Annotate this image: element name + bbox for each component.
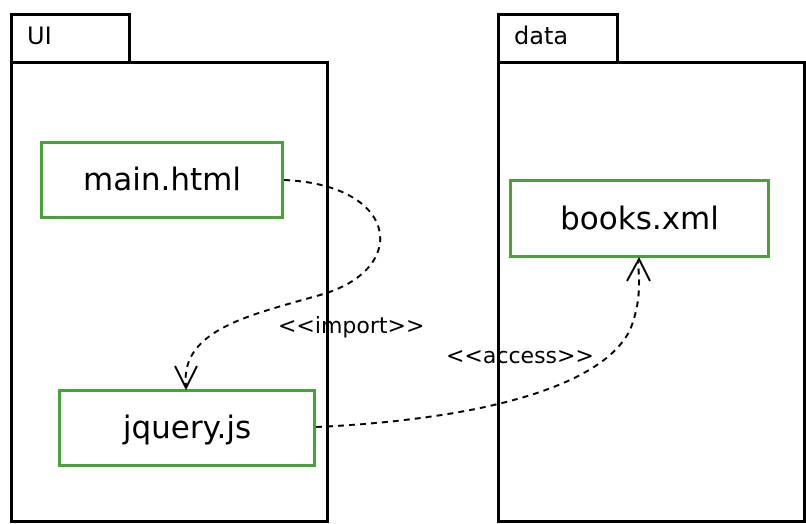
data-package-body: [497, 61, 806, 523]
ui-package-tab: UI: [10, 13, 131, 64]
import-stereotype-label: <<import>>: [278, 314, 425, 339]
access-dependency-line: [315, 261, 641, 428]
import-dependency-line: [184, 179, 382, 387]
access-stereotype-label: <<access>>: [446, 344, 594, 369]
data-package-label: data: [514, 22, 569, 50]
main-html-label: main.html: [83, 162, 241, 198]
jquery-js-box: jquery.js: [58, 389, 316, 467]
main-html-box: main.html: [40, 141, 284, 219]
access-arrowhead-icon: [626, 256, 651, 282]
data-package-tab: data: [497, 13, 619, 64]
books-xml-box: books.xml: [509, 179, 770, 258]
ui-package-label: UI: [27, 22, 52, 50]
jquery-js-label: jquery.js: [122, 410, 252, 446]
import-arrowhead-icon: [174, 365, 198, 391]
books-xml-label: books.xml: [560, 200, 719, 237]
